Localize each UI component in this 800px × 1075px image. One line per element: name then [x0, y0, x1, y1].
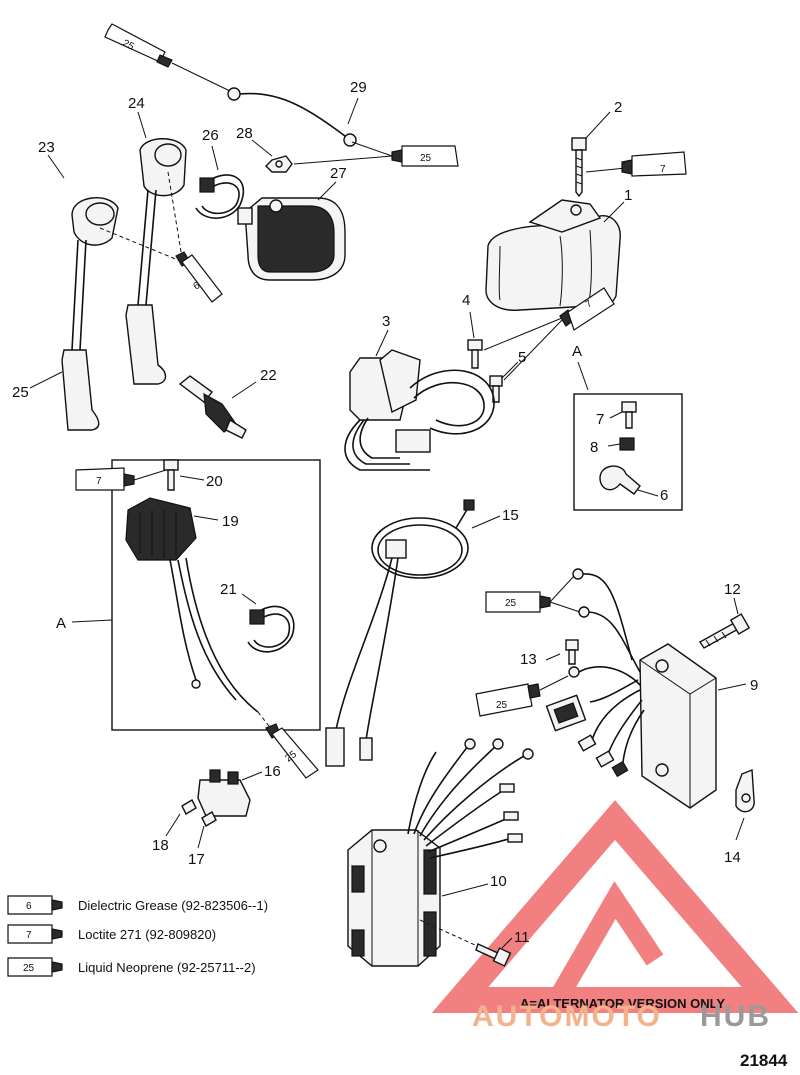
- callout-26: 26: [202, 127, 219, 144]
- callout-13: 13: [520, 651, 537, 668]
- screw-4: [467, 339, 483, 369]
- sealant-tube-7-box: 7: [75, 467, 135, 491]
- callout-23: 23: [38, 139, 55, 156]
- sealant-tube-25-top: 25: [104, 23, 173, 68]
- spark-plug-22: [178, 375, 247, 439]
- svg-text:Dielectric Grease (92-823506--: Dielectric Grease (92-823506--1): [78, 898, 268, 913]
- ignition-coil-27: [237, 197, 346, 281]
- svg-text:25: 25: [420, 153, 432, 164]
- trigger-stator-3: [344, 349, 495, 471]
- callout-1: 1: [624, 187, 632, 204]
- callout-22: 22: [260, 367, 277, 384]
- callout-5: 5: [518, 349, 526, 366]
- callout-2: 2: [614, 99, 622, 116]
- svg-text:25: 25: [121, 38, 136, 53]
- callout-18: 18: [152, 837, 169, 854]
- sealant-tube-7-right: 7: [621, 151, 687, 177]
- detail-box-a-large: [111, 459, 321, 731]
- svg-text:25: 25: [505, 598, 517, 609]
- switch-box-10: [347, 738, 534, 967]
- callout-15: 15: [502, 507, 519, 524]
- callout-16: 16: [264, 763, 281, 780]
- ground-strap-29: [227, 87, 357, 147]
- callout-8: 8: [590, 439, 598, 456]
- svg-text:25: 25: [23, 963, 35, 974]
- callout-14: 14: [724, 849, 741, 866]
- wire-harness-15: [325, 499, 475, 767]
- screw-7: [621, 401, 637, 429]
- spacer-8: [619, 437, 635, 451]
- bolt-12: [698, 613, 751, 649]
- screw-17: [201, 811, 217, 827]
- callout-17: 17: [188, 851, 205, 868]
- screw-13: [565, 639, 579, 665]
- terminal-block-16: [197, 769, 251, 817]
- svg-text:7: 7: [584, 298, 595, 310]
- sealant-tube-25-reg2: 25: [475, 683, 541, 717]
- screw-5: [489, 375, 503, 403]
- callout-27: 27: [330, 165, 347, 182]
- callout-19: 19: [222, 513, 239, 530]
- stator-19: [125, 497, 259, 713]
- screw-11: [475, 943, 512, 967]
- callout-6: 6: [660, 487, 668, 504]
- detail-box-a-small: [573, 393, 683, 511]
- callout-12: 12: [724, 581, 741, 598]
- svg-text:7: 7: [26, 930, 32, 941]
- callout-21: 21: [220, 581, 237, 598]
- sealant-tube-7-mid: 7: [559, 287, 615, 331]
- retaining-clamp-26: [195, 174, 245, 219]
- screw-18: [181, 799, 197, 815]
- alternator-footnote: A=ALTERNATOR VERSION ONLY: [520, 996, 725, 1011]
- callout-11: 11: [514, 929, 530, 946]
- ignition-coil-1: [485, 199, 621, 311]
- callout-7: 7: [596, 411, 604, 428]
- clamp-6-detail: [599, 465, 641, 495]
- figure-number: 21844: [740, 1051, 788, 1070]
- callout-4: 4: [462, 292, 470, 309]
- sealant-tube-25-mid: 25: [391, 145, 459, 167]
- svg-text:6: 6: [26, 901, 32, 912]
- screw-2: [571, 137, 587, 198]
- callout-29: 29: [350, 79, 367, 96]
- legend: 6 Dielectric Grease (92-823506--1) 7 Loc…: [7, 895, 268, 977]
- svg-text:Loctite 271 (92-809820): Loctite 271 (92-809820): [78, 927, 216, 942]
- watermark-text-automoto: AUTOMOTO: [472, 1000, 662, 1033]
- sealant-tube-25-box: 25: [265, 723, 319, 779]
- callout-24: 24: [128, 95, 145, 112]
- detail-label-a-large: A: [56, 615, 66, 632]
- sealant-tube-6-left: 6: [175, 251, 223, 303]
- callout-9: 9: [750, 677, 758, 694]
- svg-text:25: 25: [496, 700, 508, 711]
- spark-plug-lead-24: [125, 138, 187, 385]
- callout-10: 10: [490, 873, 507, 890]
- clamp-21: [247, 605, 295, 653]
- callout-20: 20: [206, 473, 223, 490]
- svg-text:7: 7: [96, 476, 102, 487]
- callout-3: 3: [382, 313, 390, 330]
- hex-nut-28: [265, 155, 293, 173]
- svg-text:7: 7: [660, 164, 666, 175]
- j-clamp-14: [735, 768, 755, 813]
- screw-20: [163, 459, 179, 491]
- svg-text:6: 6: [191, 280, 202, 292]
- legend-item-6: 6 Dielectric Grease (92-823506--1): [7, 895, 268, 915]
- svg-text:Liquid Neoprene (92-25711--2): Liquid Neoprene (92-25711--2): [78, 960, 256, 975]
- callout-28: 28: [236, 125, 253, 142]
- rectifier-regulator-9: [545, 643, 717, 809]
- sealant-tube-25-reg1: 25: [485, 591, 551, 613]
- detail-label-a-small: A: [572, 343, 582, 360]
- legend-item-25: 25 Liquid Neoprene (92-25711--2): [7, 957, 256, 977]
- callout-25: 25: [12, 384, 29, 401]
- spark-plug-lead-23: [61, 197, 119, 431]
- legend-item-7: 7 Loctite 271 (92-809820): [7, 924, 216, 944]
- watermark-logo: [431, 800, 799, 1013]
- watermark-text-hub: HUB: [700, 1000, 771, 1033]
